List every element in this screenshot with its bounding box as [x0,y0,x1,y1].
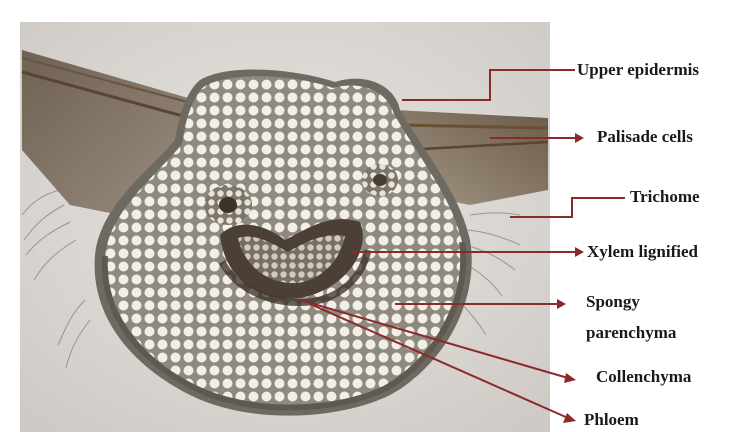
arrowheads [557,133,584,423]
label-collenchyma: Collenchyma [596,367,691,387]
label-spongy-line2: parenchyma [586,323,676,343]
label-upper-epidermis: Upper epidermis [577,60,699,80]
label-xylem-lignified: Xylem lignified [587,242,698,262]
label-trichome: Trichome [630,187,700,207]
label-palisade-cells: Palisade cells [597,127,693,147]
label-phloem: Phloem [584,410,639,430]
label-spongy-line1: Spongy [586,292,640,312]
